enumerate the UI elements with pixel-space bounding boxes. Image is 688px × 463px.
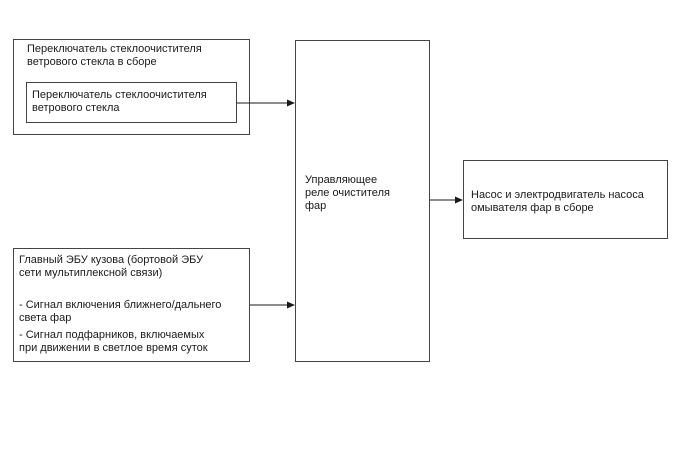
- headlamp-cleaner-relay-label: Управляющее реле очистителя фар: [305, 174, 390, 212]
- wiper-switch-label: Переключатель стеклоочистителя ветрового…: [32, 89, 207, 114]
- washer-pump-label: Насос и электродвигатель насоса омывател…: [471, 189, 644, 214]
- washer-pump-box: [463, 160, 668, 239]
- main-body-ecu-title: Главный ЭБУ кузова (бортовой ЭБУ сети му…: [19, 254, 204, 279]
- wiper-switch-box: [26, 82, 237, 123]
- main-body-ecu-box: [13, 248, 250, 362]
- ecu-signal-drl: - Сигнал подфарников, включаемых при дви…: [19, 329, 208, 354]
- ecu-signal-headlight: - Сигнал включения ближнего/дальнего све…: [19, 299, 222, 324]
- headlamp-cleaner-relay-box: [295, 40, 430, 362]
- wiper-switch-assembly-title: Переключатель стеклоочистителя ветрового…: [27, 43, 202, 68]
